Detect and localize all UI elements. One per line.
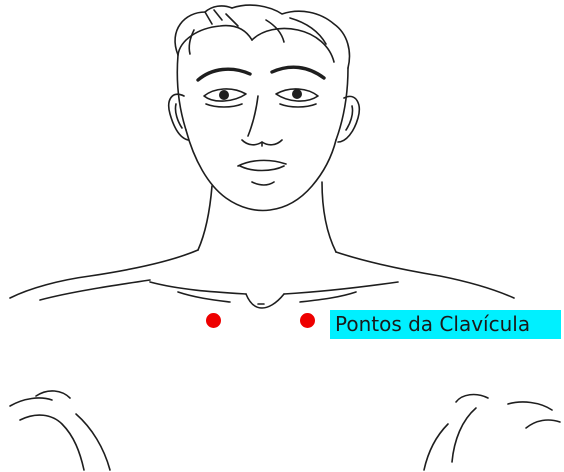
clavicles xyxy=(150,282,398,302)
clavicle-point-right xyxy=(300,313,315,328)
clavicle-point-left xyxy=(206,313,221,328)
nose xyxy=(242,96,282,146)
mouth xyxy=(238,160,286,185)
hair xyxy=(175,5,349,68)
eyes xyxy=(204,89,318,107)
arms xyxy=(10,391,560,470)
ears xyxy=(169,94,359,142)
eyebrows xyxy=(198,67,324,80)
sternal-notch xyxy=(246,294,284,308)
shoulders xyxy=(10,250,514,300)
clavicle-points-label: Pontos da Clavícula xyxy=(330,310,561,339)
